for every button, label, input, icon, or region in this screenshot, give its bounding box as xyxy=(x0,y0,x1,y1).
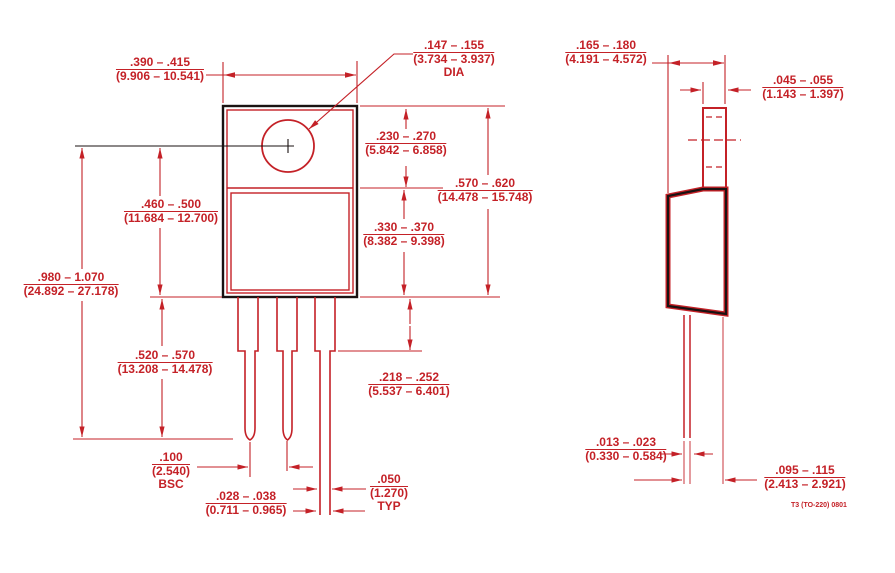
dim-tab-height: .230 – .270 (5.842 – 6.858) xyxy=(365,129,447,157)
front-view-dimension-lines xyxy=(73,53,505,514)
dim-lead-length: .520 – .570 (13.208 – 14.478) xyxy=(117,348,213,376)
drawing-reference-note: T3 (TO-220) 0801 xyxy=(791,502,847,509)
side-body-halo xyxy=(665,186,729,317)
side-view-lead xyxy=(683,315,691,438)
dim-body-thickness: .165 – .180 (4.191 – 4.572) xyxy=(565,38,647,66)
dim-hole-diameter: .147 – .155 (3.734 – 3.937) DIA xyxy=(413,38,495,79)
front-view-leads xyxy=(237,297,336,515)
dim-hole-to-lead-tip: .980 – 1.070 (24.892 – 27.178) xyxy=(23,270,119,298)
dim-molded-body-height: .330 – .370 (8.382 – 9.398) xyxy=(363,220,445,248)
dim-overall-body-height: .570 – .620 (14.478 – 15.748) xyxy=(437,176,533,204)
dim-lead-pitch: .100 (2.540) BSC xyxy=(151,450,191,491)
dim-lead-width-narrow: .028 – .038 (0.711 – 0.965) xyxy=(205,489,287,517)
dim-lead-shoulder: .218 – .252 (5.537 – 6.401) xyxy=(368,370,450,398)
dim-tab-thickness: .045 – .055 (1.143 – 1.397) xyxy=(762,73,844,101)
dim-lead-offset: .095 – .115 (2.413 – 2.921) xyxy=(764,463,846,491)
dim-lead-width: .050 (1.270) TYP xyxy=(369,472,409,513)
dim-hole-to-body: .460 – .500 (11.684 – 12.700) xyxy=(123,197,219,225)
side-body-outline xyxy=(666,187,728,316)
dim-package-width: .390 – .415 (9.906 – 10.541) xyxy=(115,55,205,83)
side-view-package xyxy=(665,107,741,438)
dim-lead-thickness: .013 – .023 (0.330 – 0.584) xyxy=(585,435,667,463)
front-view-package xyxy=(75,104,359,515)
side-view-dimension-lines xyxy=(634,55,757,484)
